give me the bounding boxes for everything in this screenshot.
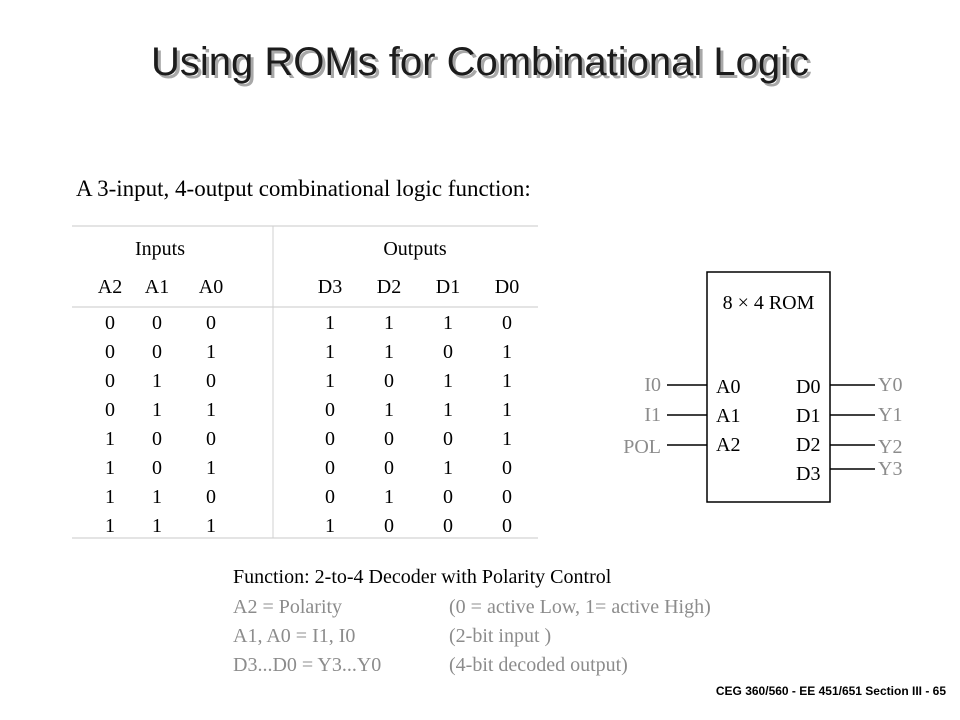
table-cell: 0 [105, 370, 115, 392]
table-cell: 0 [384, 370, 394, 392]
table-cell: 0 [105, 341, 115, 363]
table-cell: 0 [105, 312, 115, 334]
table-cell: 1 [105, 457, 115, 479]
table-cell: 1 [384, 486, 394, 508]
function-heading: Function: 2-to-4 Decoder with Polarity C… [233, 566, 612, 588]
output-label-y3: Y3 [878, 458, 903, 480]
table-cell: 1 [443, 457, 453, 479]
rom-box [706, 271, 831, 503]
function-line-2-right: (2-bit input ) [449, 625, 552, 647]
function-line-3-left: D3...D0 = Y3...Y0 [233, 654, 382, 676]
table-cell: 1 [325, 515, 335, 537]
rom-pin-d1: D1 [796, 405, 821, 427]
rom-pin-a1: A1 [716, 405, 741, 427]
table-cell: 0 [325, 399, 335, 421]
function-line-1-left: A2 = Polarity [233, 596, 343, 618]
table-cell: 1 [325, 341, 335, 363]
table-cell: 0 [206, 370, 216, 392]
table-cell: 0 [443, 428, 453, 450]
table-cell: 1 [206, 341, 216, 363]
table-cell: 0 [152, 341, 162, 363]
table-cell: 1 [152, 370, 162, 392]
table-cell: 0 [384, 428, 394, 450]
table-cell: 1 [502, 428, 512, 450]
table-cell: 0 [152, 457, 162, 479]
slide-footer: CEG 360/560 - EE 451/651 Section III - 6… [715, 684, 946, 698]
function-line-1-right: (0 = active Low, 1= active High) [449, 596, 711, 618]
column-header-d1: D1 [435, 276, 461, 298]
table-cell: 0 [152, 428, 162, 450]
table-cell: 1 [206, 399, 216, 421]
table-cell: 0 [325, 457, 335, 479]
table-cell: 1 [152, 486, 162, 508]
table-cell: 0 [325, 486, 335, 508]
column-header-d0: D0 [494, 276, 520, 298]
input-label-pol: POL [623, 436, 661, 458]
outputs-group-header: Outputs [383, 238, 447, 260]
table-cell: 0 [105, 399, 115, 421]
output-label-y1: Y1 [878, 404, 903, 426]
table-cell: 1 [206, 515, 216, 537]
table-cell: 1 [325, 312, 335, 334]
rom-label: 8 × 4 ROM [722, 292, 815, 314]
table-cell: 0 [502, 515, 512, 537]
function-line-2-left: A1, A0 = I1, I0 [233, 625, 356, 647]
table-cell: 0 [325, 428, 335, 450]
table-cell: 1 [384, 312, 394, 334]
column-header-d3: D3 [317, 276, 343, 298]
table-cell: 1 [105, 515, 115, 537]
table-cell: 0 [443, 341, 453, 363]
table-cell: 0 [384, 457, 394, 479]
table-cell: 1 [502, 399, 512, 421]
output-label-y0: Y0 [878, 374, 903, 396]
rom-pin-d2: D2 [796, 434, 821, 456]
table-cell: 1 [384, 341, 394, 363]
input-label-i0: I0 [644, 374, 661, 396]
table-cell: 0 [502, 457, 512, 479]
rom-pin-d3: D3 [796, 463, 821, 485]
table-cell: 1 [325, 370, 335, 392]
column-header-a1: A1 [144, 276, 170, 298]
table-cell: 1 [152, 515, 162, 537]
slide-title: Using ROMs for Combinational Logic [150, 40, 810, 84]
rom-pin-d0: D0 [796, 376, 821, 398]
rom-pin-a2: A2 [716, 434, 741, 456]
subtitle: A 3-input, 4-output combinational logic … [76, 176, 531, 201]
table-cell: 1 [105, 428, 115, 450]
table-cell: 0 [443, 515, 453, 537]
table-cell: 1 [105, 486, 115, 508]
table-cell: 0 [443, 486, 453, 508]
function-line-3-right: (4-bit decoded output) [449, 654, 628, 676]
table-cell: 1 [384, 399, 394, 421]
inputs-group-header: Inputs [135, 238, 185, 260]
table-cell: 1 [206, 457, 216, 479]
table-cell: 0 [502, 312, 512, 334]
input-label-i1: I1 [644, 404, 661, 426]
table-cell: 0 [502, 486, 512, 508]
table-cell: 1 [443, 370, 453, 392]
output-label-y2: Y2 [878, 436, 903, 458]
table-cell: 1 [502, 341, 512, 363]
column-header-a0: A0 [198, 276, 224, 298]
table-cell: 1 [443, 399, 453, 421]
table-cell: 0 [384, 515, 394, 537]
table-cell: 1 [502, 370, 512, 392]
column-header-d2: D2 [376, 276, 402, 298]
table-cell: 0 [152, 312, 162, 334]
table-cell: 1 [152, 399, 162, 421]
rom-pin-a0: A0 [716, 376, 741, 398]
table-cell: 0 [206, 312, 216, 334]
table-cell: 0 [206, 486, 216, 508]
column-header-a2: A2 [97, 276, 123, 298]
table-cell: 1 [443, 312, 453, 334]
table-cell: 0 [206, 428, 216, 450]
